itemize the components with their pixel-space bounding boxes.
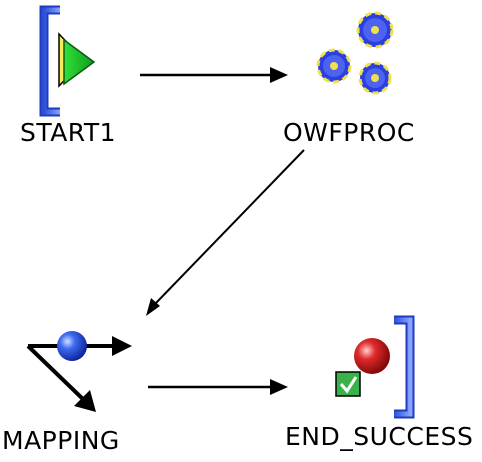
node-label-end-success: END_SUCCESS (285, 422, 474, 451)
edge-mapping-to-end[interactable] (148, 379, 288, 395)
mapping-icon[interactable] (26, 331, 132, 412)
process-gears-icon[interactable] (316, 11, 394, 95)
end-success-icon[interactable] (335, 315, 415, 419)
start-activity-icon[interactable] (39, 5, 96, 117)
edge-start-to-owfproc[interactable] (140, 67, 288, 83)
node-label-owfproc: OWFPROC (283, 118, 415, 147)
edge-owfproc-to-mapping[interactable] (146, 149, 305, 316)
node-label-start1: START1 (20, 118, 117, 147)
node-label-mapping: MAPPING (2, 426, 120, 455)
